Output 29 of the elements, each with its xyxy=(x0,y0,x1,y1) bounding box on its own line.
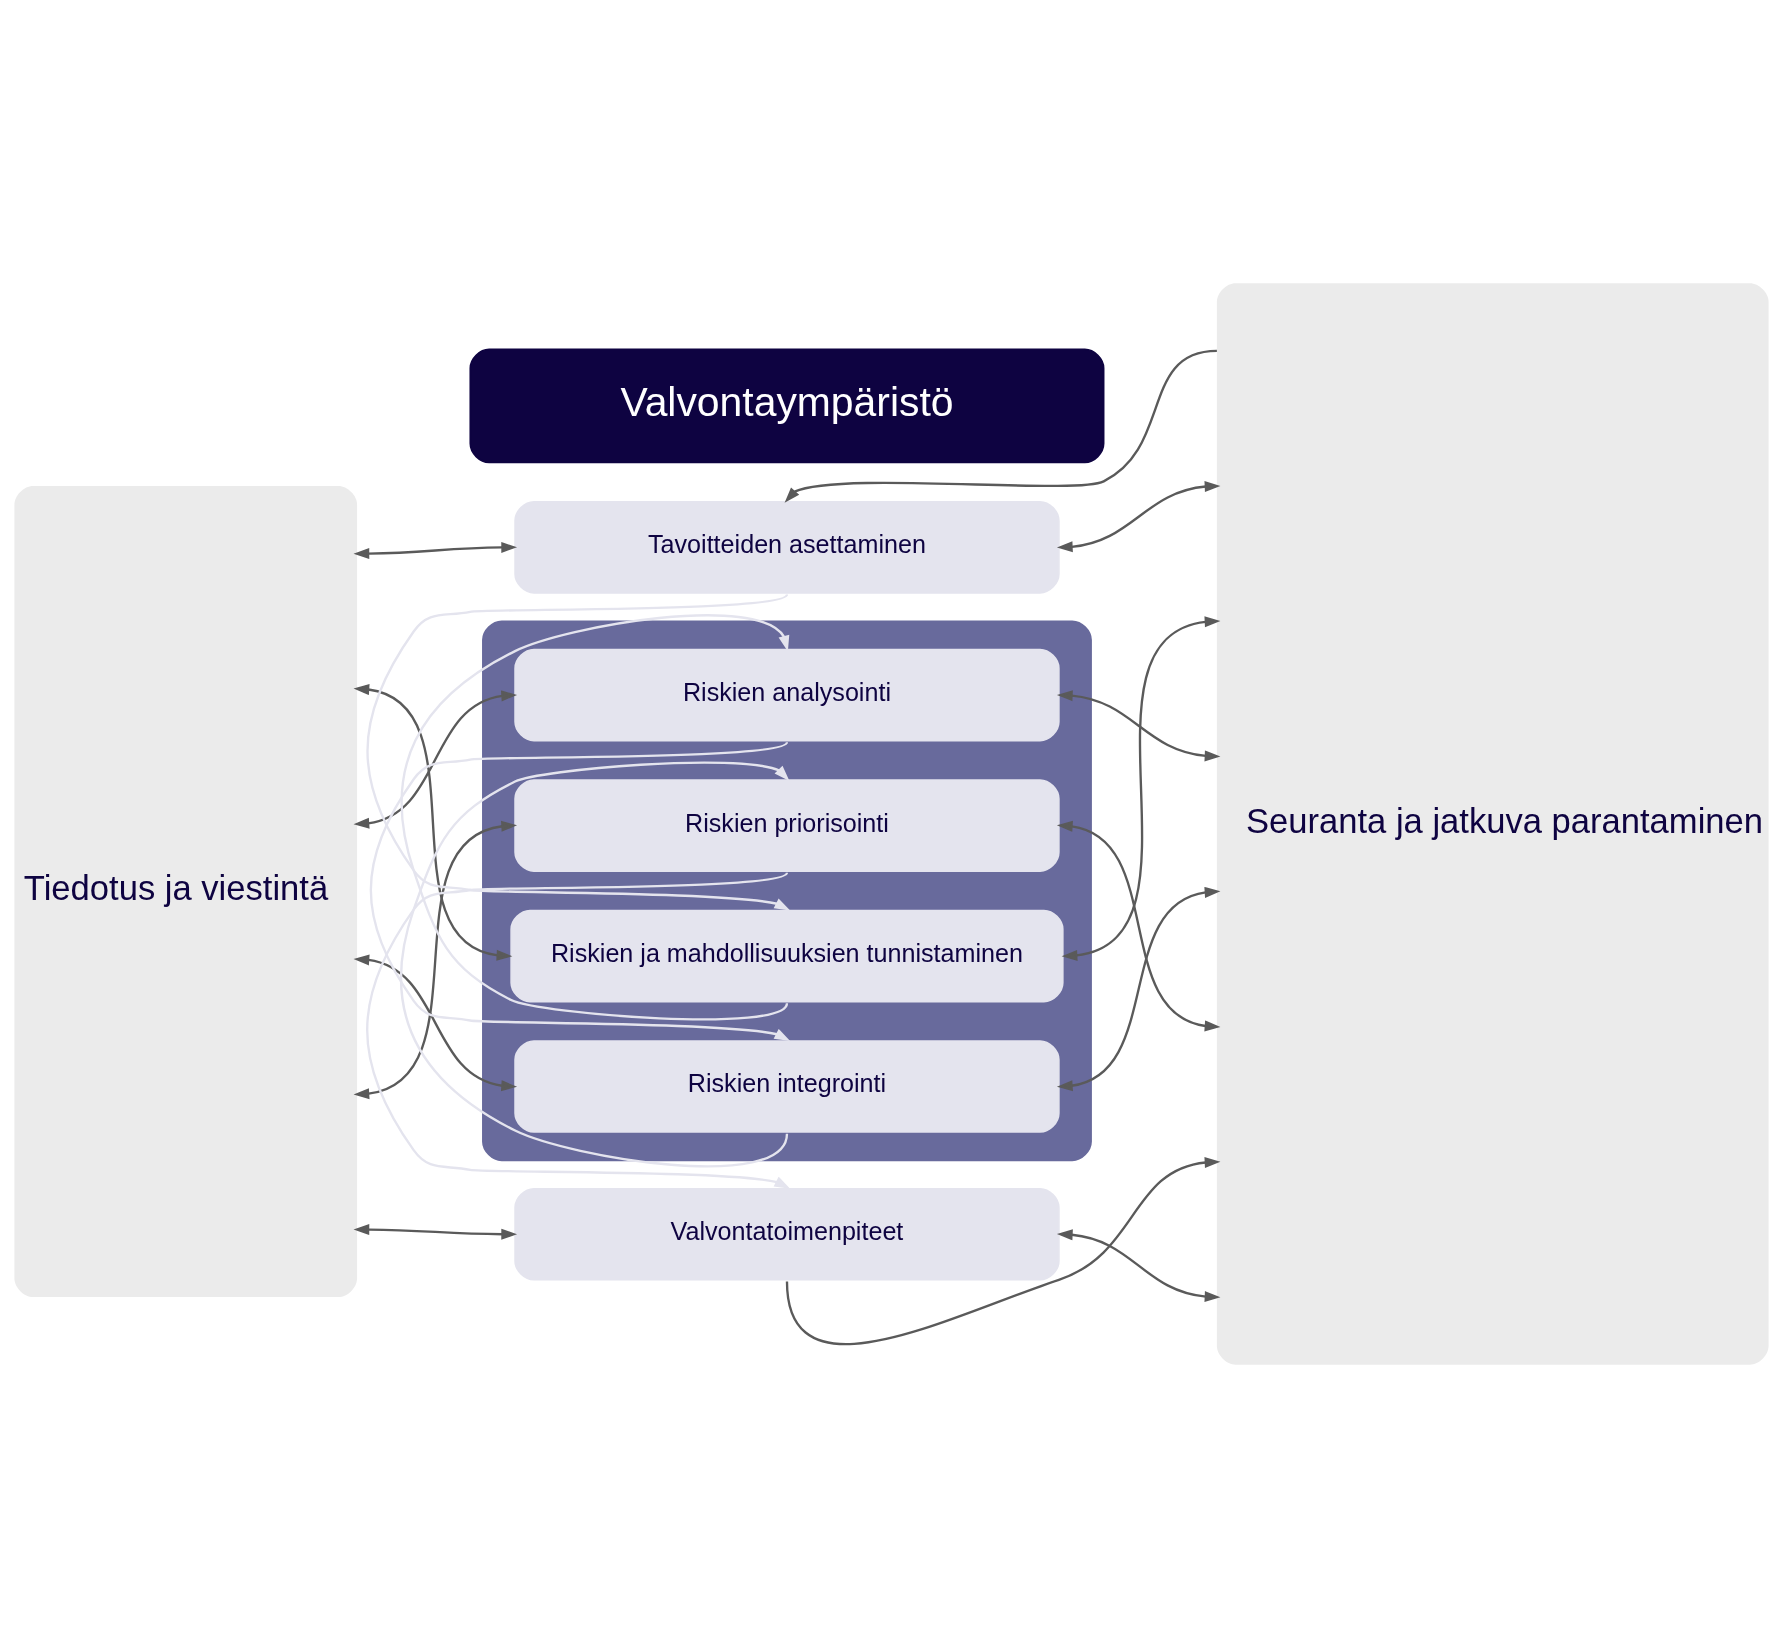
arrow xyxy=(1061,616,1221,961)
node-box: Valvontatoimenpiteet xyxy=(514,1187,1060,1281)
arrow xyxy=(785,1157,1221,1345)
arrow xyxy=(1056,886,1221,1092)
arrow xyxy=(353,684,513,961)
arrow xyxy=(1056,1229,1221,1303)
arrow xyxy=(369,741,791,1041)
arrow xyxy=(366,593,791,911)
arrow xyxy=(400,614,790,1021)
node-box: Riskien integrointi xyxy=(514,1040,1060,1133)
arrow xyxy=(353,1224,518,1240)
cluster xyxy=(482,620,1092,1162)
arrow xyxy=(1056,481,1221,553)
arrow xyxy=(353,954,518,1092)
arrow xyxy=(366,871,791,1189)
node-box: Seuranta ja jatkuva parantaminen xyxy=(1216,283,1769,1365)
node-box: Tavoitteiden asettaminen xyxy=(514,501,1060,594)
node-box: Riskien analysointi xyxy=(514,648,1060,742)
arrow xyxy=(353,690,518,829)
arrow xyxy=(399,761,790,1168)
node-box: Valvontaympäristö xyxy=(469,348,1105,464)
node-box: Riskien ja mahdollisuuksien tunnistaminen xyxy=(510,909,1064,1003)
node-box: Tiedotus ja viestintä xyxy=(14,486,358,1298)
arrow xyxy=(353,820,518,1100)
arrow xyxy=(1056,690,1221,762)
arrow xyxy=(784,349,1217,503)
arrow xyxy=(353,541,518,560)
node-box: Riskien priorisointi xyxy=(514,779,1060,872)
arrow xyxy=(1056,820,1221,1032)
